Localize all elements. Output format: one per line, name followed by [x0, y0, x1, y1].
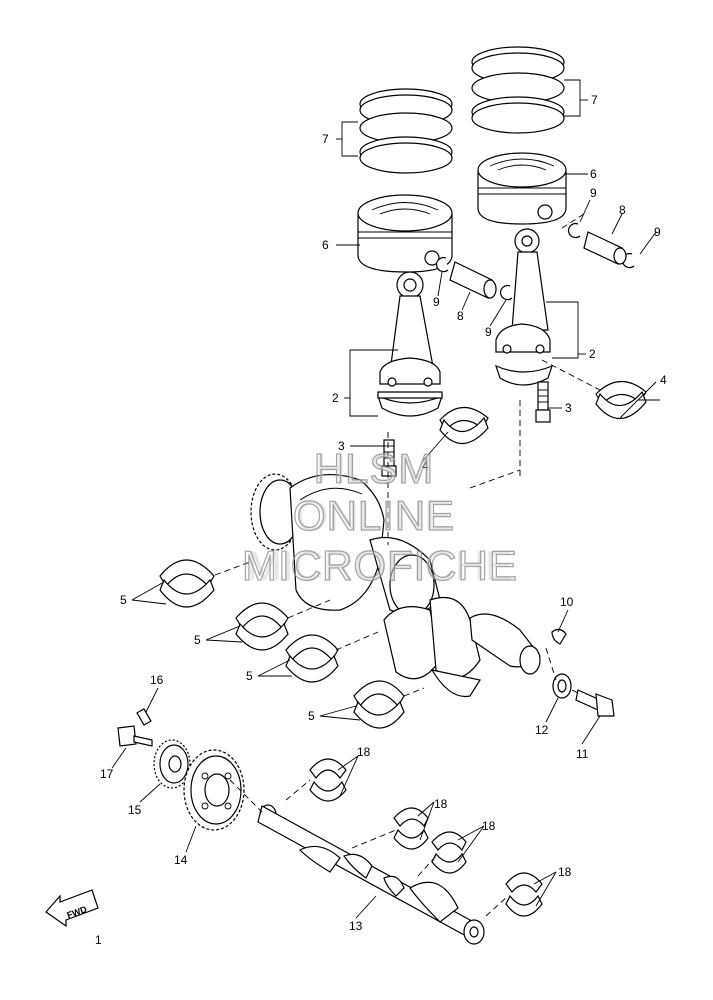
- callout-18: 18: [482, 819, 496, 833]
- bolt-17[interactable]: [117, 725, 153, 747]
- callout-18: 18: [558, 865, 572, 879]
- callout-9: 9: [590, 186, 597, 200]
- watermark-line-1: HLSM: [316, 445, 433, 492]
- gear-15[interactable]: [153, 739, 191, 789]
- forward-arrow-icon: FWD: [45, 889, 99, 928]
- main-bearing-1[interactable]: [159, 559, 215, 608]
- circlips[interactable]: [436, 222, 635, 301]
- callout-4: 4: [660, 373, 667, 387]
- callout-14: 14: [174, 853, 188, 867]
- callout-2: 2: [332, 391, 339, 405]
- callout-5: 5: [120, 593, 127, 607]
- main-bearing-3[interactable]: [285, 634, 339, 683]
- connecting-rod-right[interactable]: [495, 228, 553, 386]
- watermark-line-2: ONLINE: [296, 492, 452, 539]
- watermark: HLSM HLSM ONLINE ONLINE MICROFICHE MICRO…: [241, 444, 518, 589]
- callout-9: 9: [654, 225, 661, 239]
- piston-pin-right[interactable]: [583, 231, 627, 265]
- assembly-lines: [214, 213, 601, 917]
- callout-6: 6: [590, 167, 597, 181]
- callout-11: 11: [576, 747, 589, 761]
- big-end-bearing-left[interactable]: [439, 406, 489, 445]
- piston-pin-left[interactable]: [449, 261, 497, 299]
- main-bearing-2[interactable]: [235, 602, 289, 651]
- watermark-line-1-outline: HLSM: [314, 445, 435, 492]
- callout-18: 18: [434, 797, 448, 811]
- callout-6: 6: [322, 238, 329, 252]
- callout-15: 15: [128, 803, 142, 817]
- watermark-line-2-outline: ONLINE: [293, 492, 455, 539]
- callout-10: 10: [560, 595, 574, 609]
- callout-2: 2: [589, 347, 596, 361]
- callout-8: 8: [457, 309, 464, 323]
- washer[interactable]: [552, 673, 572, 699]
- watermark-line-3-outline: MICROFICHE: [242, 542, 518, 589]
- callout-3: 3: [338, 439, 345, 453]
- balancer-shaft[interactable]: [257, 804, 485, 945]
- callout-9: 9: [485, 325, 492, 339]
- leader-lines: [111, 79, 660, 919]
- balancer-bearing-3[interactable]: [431, 831, 467, 874]
- balancer-bearing-4[interactable]: [505, 872, 543, 917]
- dowel-pin[interactable]: [136, 708, 152, 726]
- callout-1: 1: [95, 933, 102, 947]
- piston-rings-left[interactable]: [359, 88, 453, 174]
- big-end-bearing-right[interactable]: [595, 380, 647, 420]
- callout-4: 4: [422, 459, 429, 473]
- callout-18: 18: [357, 745, 371, 759]
- callout-5: 5: [194, 633, 201, 647]
- connecting-rod-left[interactable]: [377, 271, 443, 417]
- callout-3: 3: [565, 401, 572, 415]
- gear-14[interactable]: [183, 749, 245, 831]
- balancer-bearing-1[interactable]: [309, 758, 347, 802]
- callout-17: 17: [100, 767, 114, 781]
- callout-8: 8: [619, 203, 626, 217]
- callout-16: 16: [150, 673, 164, 687]
- woodruff-key[interactable]: [551, 628, 567, 645]
- callout-12: 12: [535, 723, 549, 737]
- piston-left[interactable]: [357, 194, 453, 273]
- callout-labels: 7 7 6 6 9 8 9 9 8 9 2 2 3 3 4 4 5 5 5 5 …: [100, 93, 667, 933]
- rod-bolt-right[interactable]: [535, 381, 551, 423]
- piston-right[interactable]: [477, 152, 567, 225]
- callout-5: 5: [308, 709, 315, 723]
- callout-5: 5: [246, 669, 253, 683]
- crank-bolt[interactable]: [575, 689, 615, 717]
- piston-rings-right[interactable]: [471, 46, 565, 134]
- rod-bolt-left[interactable]: [381, 439, 397, 477]
- watermark-line-3: MICROFICHE: [247, 542, 513, 589]
- balancer-bearing-2[interactable]: [393, 807, 429, 850]
- callout-7: 7: [591, 93, 598, 107]
- crankshaft[interactable]: [250, 473, 541, 698]
- callout-9: 9: [433, 295, 440, 309]
- main-bearing-4[interactable]: [353, 680, 405, 729]
- callout-13: 13: [349, 919, 363, 933]
- callout-7: 7: [322, 132, 329, 146]
